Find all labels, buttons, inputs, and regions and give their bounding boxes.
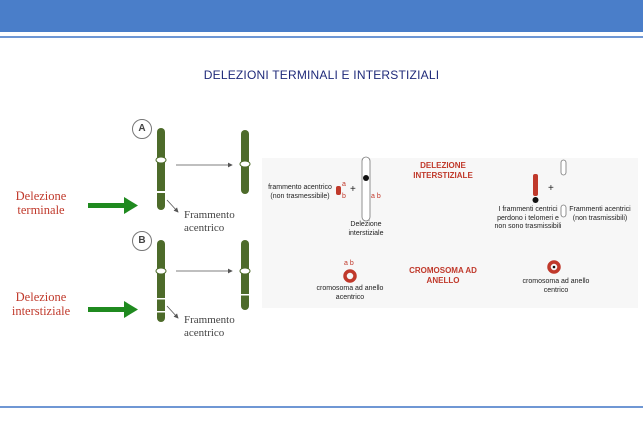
plus-sign-left: + [350,184,356,195]
label-b-bottom: b [342,193,346,200]
slide-title: DELEZIONI TERMINALI E INTERSTIZIALI [203,68,440,82]
header-bar [0,0,643,32]
label-cromosoma-anello-centrico: cromosoma ad anello centrico [522,278,590,294]
label-frammento-acentrico-b: Frammento acentrico [184,314,235,339]
label-a-top: a [342,181,346,188]
ring-acentric [343,269,357,283]
acentric-fragment-red [336,186,341,195]
acentric-fragment-outline-bottom [560,204,567,218]
green-arrow-interstiziale [88,301,138,318]
label-frammenti-centrici: I frammenti centrici perdono i telomeri … [494,206,562,230]
fragment-pointer-a [166,199,179,213]
fragment-pointer-b [166,305,179,319]
heading-delezione-interstiziale: DELEZIONE INTERSTIZIALE [413,161,473,180]
right-panel-background [262,158,638,308]
chromosome-a-original [155,128,167,210]
label-frammento-non-trasmissibile: frammento acentrico (non trasmessibile) [268,184,332,200]
panel-label-b: B [132,231,152,251]
green-arrow-terminale [88,197,138,214]
footer-divider [0,406,643,408]
centric-fragment-red [532,174,539,203]
label-delezione-terminale: Delezione terminale [15,189,67,217]
heading-cromosoma-anello: CROMOSOMA AD ANELLO [409,266,477,285]
chromosome-a-result [239,130,251,194]
panel-label-a: A [132,119,152,139]
chromosome-b-result [239,240,251,310]
chromosome-interstitial [361,156,371,222]
label-frammento-acentrico-a: Frammento acentrico [184,209,235,234]
ring-centric [547,260,561,274]
acentric-fragment-outline-top [560,159,567,176]
label-frammenti-acentrici: Frammenti acentrici (non trasmissibili) [569,206,631,222]
chromosome-b-original [155,240,167,322]
label-delezione-interstiziale: Delezione interstiziale [11,290,71,318]
label-delezione-interstiziale-small: Delezione interstiziale [348,221,384,237]
label-ab-chromosome: a b [371,193,381,200]
plus-sign-right: + [548,183,554,194]
header-divider [0,36,643,38]
label-ab-ring: a b [344,260,354,267]
label-cromosoma-anello-acentrico: cromosoma ad anello acentrico [316,285,384,301]
